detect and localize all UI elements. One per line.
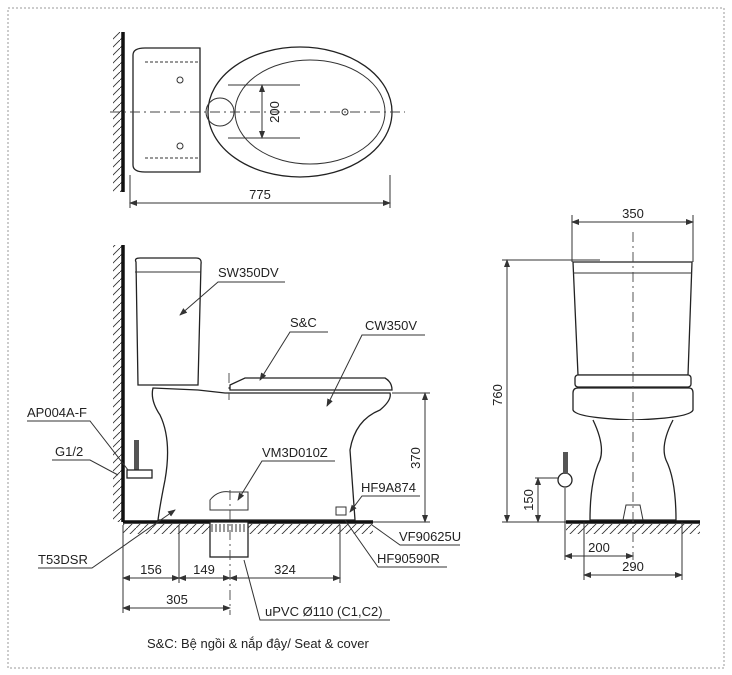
label-seat-cover: S&C xyxy=(290,315,317,330)
label-hose: T53DSR xyxy=(38,552,88,567)
dim-top-width: 200 xyxy=(267,101,282,123)
label-flange: VM3D010Z xyxy=(262,445,328,460)
inlet-front xyxy=(557,472,573,488)
label-tank: SW350DV xyxy=(218,265,279,280)
dim-top-length: 775 xyxy=(249,187,271,202)
label-washer: HF90590R xyxy=(377,551,440,566)
label-angle-valve: AP004A-F xyxy=(27,405,87,420)
angle-valve-stem xyxy=(134,440,139,472)
dim-total-height: 760 xyxy=(490,384,505,406)
label-bolt: HF9A874 xyxy=(361,480,416,495)
side-view: 370 156 149 324 305 SW350DV S&C CW350V A… xyxy=(27,245,461,621)
tank-side xyxy=(134,257,202,386)
floor-hatch xyxy=(566,524,700,534)
dim-base-width: 290 xyxy=(622,559,644,574)
tank-top xyxy=(132,47,201,173)
dim-front-width: 350 xyxy=(622,206,644,221)
dim-324: 324 xyxy=(274,562,296,577)
label-bowl: CW350V xyxy=(365,318,417,333)
dim-inlet-offset: 200 xyxy=(588,540,610,555)
label-cap: VF90625U xyxy=(399,529,461,544)
bowl-rim-front xyxy=(572,387,694,421)
frame-border xyxy=(7,7,725,669)
front-view: 350 760 150 200 290 xyxy=(490,206,700,580)
dim-inlet-height: 150 xyxy=(521,489,536,511)
top-view: 200 775 xyxy=(110,32,405,208)
bowl-side xyxy=(151,387,391,521)
angle-valve xyxy=(126,469,153,479)
tank-front xyxy=(572,261,693,376)
footnote: S&C: Bệ ngồi & nắp đậy/ Seat & cover xyxy=(147,636,370,651)
dim-305: 305 xyxy=(166,592,188,607)
seat-cover-side xyxy=(229,377,393,391)
dim-156: 156 xyxy=(140,562,162,577)
wall-hatch xyxy=(113,245,123,522)
flange-outline xyxy=(209,491,249,511)
dim-149: 149 xyxy=(193,562,215,577)
dim-bowl-height: 370 xyxy=(408,447,423,469)
label-drain-pipe: uPVC Ø110 (C1,C2) xyxy=(265,604,383,619)
label-inlet-thread: G1/2 xyxy=(55,444,83,459)
